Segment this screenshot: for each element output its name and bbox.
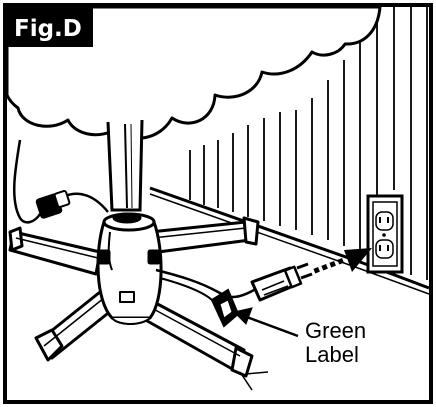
wall-paneling <box>189 7 428 280</box>
stand-hub <box>96 212 163 325</box>
tree-canopy <box>5 5 382 140</box>
callout-label-line1: Green <box>305 318 366 343</box>
callout-arrow <box>233 307 299 338</box>
power-plug <box>250 262 313 302</box>
figure-tag: Fig.D <box>14 16 82 42</box>
tree-cord <box>12 139 109 224</box>
stand-leg-details <box>15 227 269 391</box>
cord-connector <box>35 190 71 219</box>
callout-label-line2: Label <box>305 342 359 367</box>
green-label-tag <box>210 288 240 328</box>
wall-outlet <box>366 194 404 274</box>
figure-tag-background <box>7 7 93 47</box>
tree-pole <box>106 119 144 212</box>
insert-arrow <box>313 248 372 274</box>
